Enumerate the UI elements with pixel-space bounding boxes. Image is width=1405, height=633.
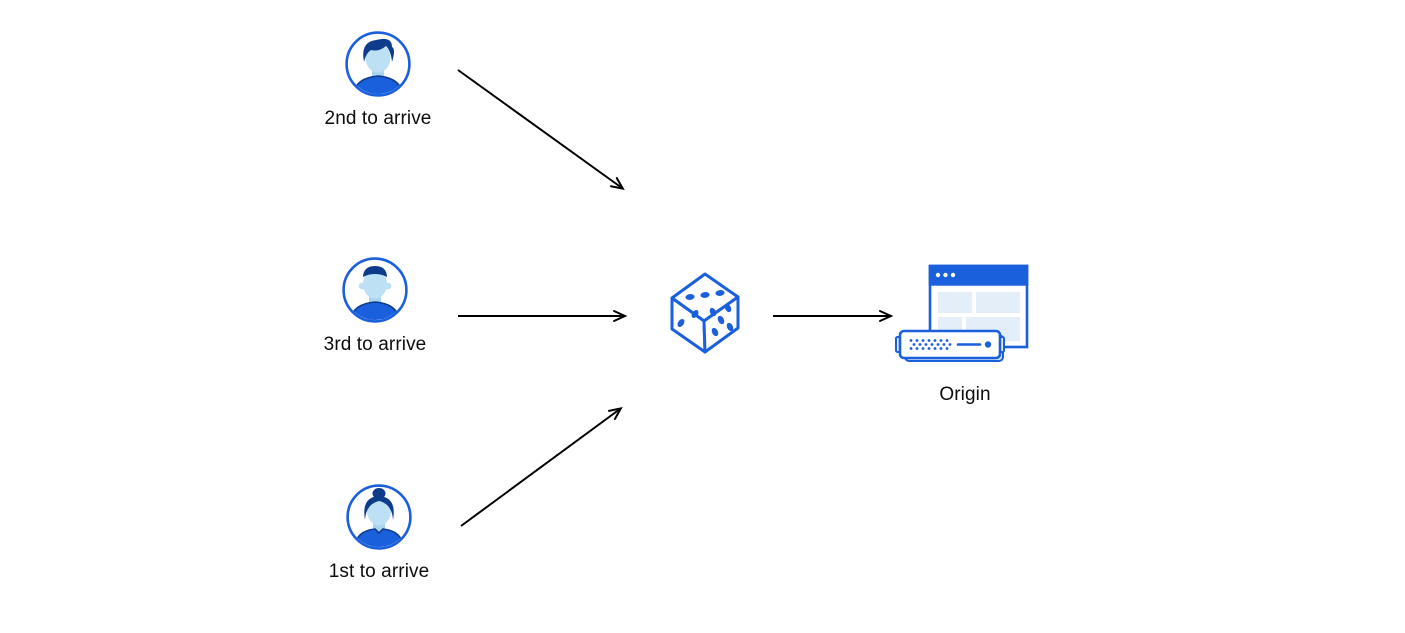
man-wavy-hair-avatar-icon [345, 31, 411, 97]
woman-bun-hair-avatar-icon [346, 484, 412, 550]
node-origin: Origin [895, 262, 1035, 406]
node-random-router [668, 271, 742, 355]
node-client-first: 1st to arrive [329, 484, 429, 583]
origin-label: Origin [939, 384, 991, 405]
node-client-second: 2nd to arrive [325, 31, 431, 130]
node-client-third: 3rd to arrive [324, 257, 426, 356]
client-second-label: 2nd to arrive [324, 108, 432, 129]
browser-window-icon [928, 264, 1029, 349]
man-short-hair-avatar-icon [342, 257, 408, 323]
client-first-label: 1st to arrive [328, 561, 430, 582]
server-icon [895, 329, 1005, 362]
arrow-second-to-dice [457, 69, 625, 190]
server-and-browser-icon [895, 264, 1029, 362]
dice-icon [670, 272, 740, 354]
client-third-label: 3rd to arrive [323, 334, 427, 355]
arrow-first-to-dice [460, 406, 623, 527]
